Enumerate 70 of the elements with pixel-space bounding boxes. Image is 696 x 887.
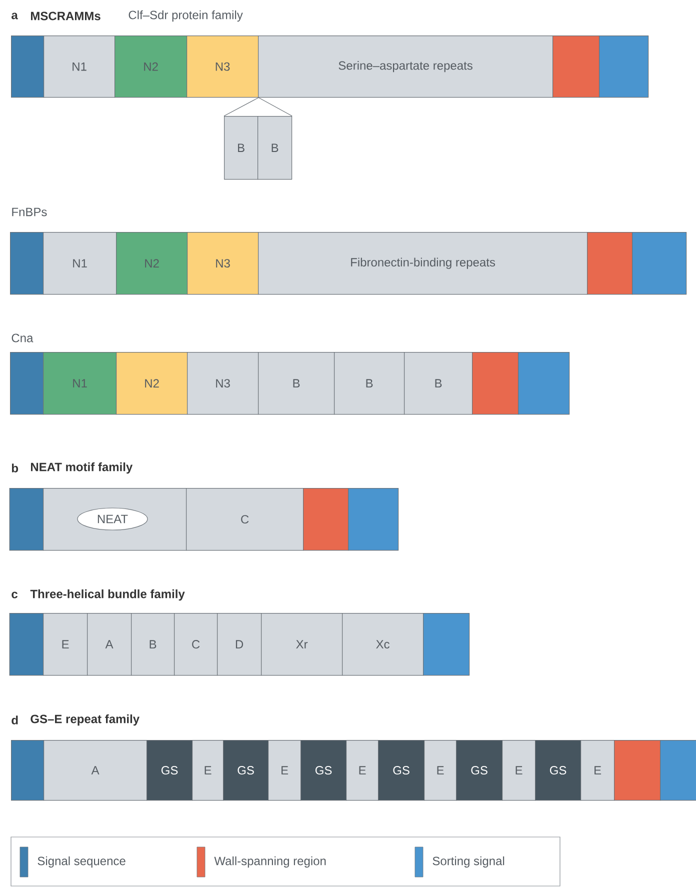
- family-title: MSCRAMMs: [31, 12, 100, 20]
- expansion-line: [224, 97, 259, 116]
- legend-label: Wall-spanning region: [214, 856, 326, 868]
- legend-label: Signal sequence: [38, 856, 126, 868]
- domain-segment: GS: [223, 740, 269, 801]
- domain-segment: E: [346, 740, 379, 801]
- sorting-signal-segment: [660, 740, 696, 801]
- domain-segment: GS: [535, 740, 582, 801]
- signal-sequence-segment: [9, 613, 44, 676]
- panel-letter: d: [12, 716, 18, 724]
- domain-segment: GS: [300, 740, 347, 801]
- panel-letter: a: [12, 12, 18, 20]
- sorting-signal-segment: [632, 232, 687, 295]
- domain-segment: N3: [187, 352, 259, 415]
- domain-segment: N3: [186, 36, 259, 98]
- panel-letter: c: [12, 592, 18, 598]
- domain-segment: B: [258, 352, 335, 415]
- domain-segment: GS: [456, 740, 503, 801]
- domain-segment: B: [334, 352, 405, 415]
- domain-segment: E: [43, 613, 88, 676]
- domain-segment: N2: [114, 36, 188, 98]
- domain-segment: E: [424, 740, 457, 801]
- domain-segment: Xc: [342, 613, 424, 676]
- domain-segment: E: [192, 740, 224, 801]
- signal-sequence-segment: [11, 740, 44, 801]
- domain-segment: N2: [116, 352, 188, 415]
- domain-segment: A: [87, 613, 132, 676]
- domain-segment: N2: [116, 232, 188, 295]
- domain-segment: N3: [187, 232, 259, 295]
- domain-segment: N1: [43, 352, 117, 415]
- wall-spanning-segment: [303, 488, 349, 551]
- domain-segment: N1: [44, 36, 116, 98]
- sorting-signal-segment: [599, 36, 649, 98]
- domain-segment: D: [217, 613, 262, 676]
- family-title: Cna: [12, 334, 34, 342]
- wall-spanning-segment: [587, 232, 633, 295]
- signal-sequence-segment: [10, 232, 44, 295]
- domain-segment: B: [131, 613, 175, 676]
- panel-letter: b: [12, 464, 18, 472]
- domain-segment: B: [224, 116, 258, 180]
- family-title: Three-helical bundle family: [30, 589, 185, 601]
- domain-segment: E: [580, 740, 615, 801]
- domain-segment: A: [44, 740, 148, 801]
- domain-segment: Serine–aspartate repeats: [258, 36, 554, 98]
- legend-label: Sorting signal: [432, 856, 504, 868]
- domain-segment: GS: [378, 740, 425, 801]
- sorting-signal-segment: [423, 613, 470, 676]
- signal-sequence-segment: [9, 488, 44, 551]
- wall-spanning-segment: [552, 36, 600, 98]
- domain-segment: E: [268, 740, 302, 801]
- signal-sequence-segment: [11, 36, 44, 98]
- domain-segment: GS: [146, 740, 193, 801]
- family-title: NEAT motif family: [31, 462, 133, 474]
- sorting-signal-segment: [518, 352, 570, 415]
- domain-segment: Fibronectin-binding repeats: [258, 232, 588, 295]
- family-title: Clf–Sdr protein family: [128, 10, 243, 22]
- signal-sequence-segment: [10, 352, 44, 415]
- domain-segment: B: [404, 352, 473, 415]
- domain-segment: C: [174, 613, 218, 676]
- family-title: FnBPs: [12, 208, 47, 216]
- sorting-signal-segment: [348, 488, 399, 551]
- expansion-line: [258, 97, 292, 116]
- wall-spanning-segment: [472, 352, 519, 415]
- wall-spanning-segment: [614, 740, 661, 801]
- domain-segment: B: [258, 116, 292, 180]
- domain-segment: C: [186, 488, 304, 551]
- family-title: GS–E repeat family: [30, 714, 140, 726]
- domain-segment: N1: [43, 232, 117, 295]
- domain-segment: E: [502, 740, 536, 801]
- domain-segment: Xr: [261, 613, 343, 676]
